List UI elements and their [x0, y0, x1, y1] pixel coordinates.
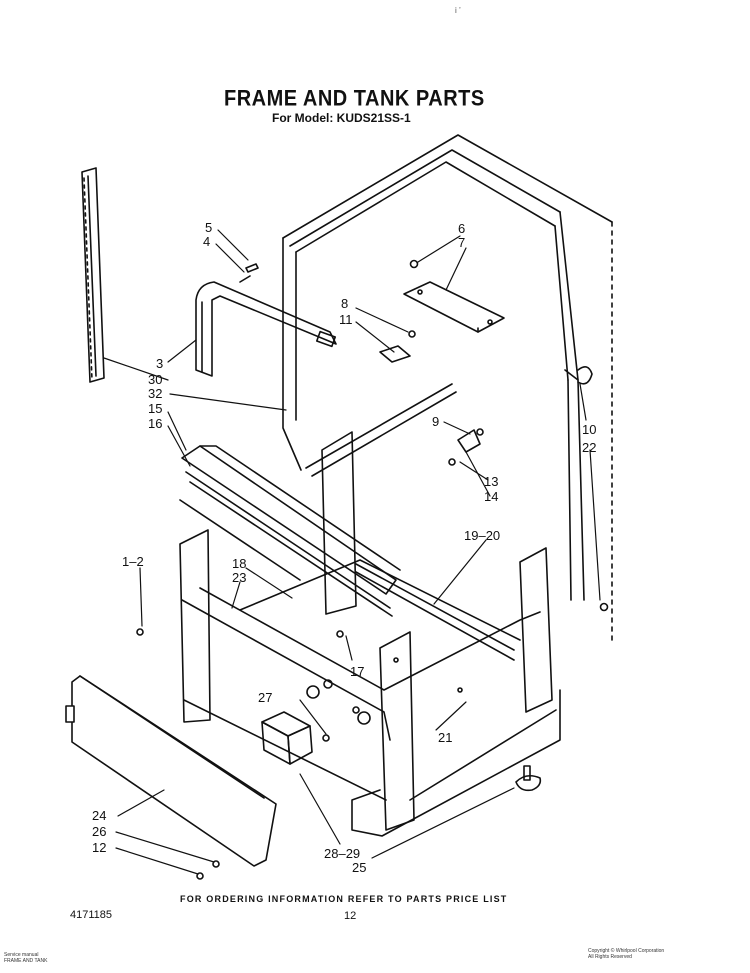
screw-8: [408, 330, 416, 338]
callout-21: 21: [438, 730, 452, 745]
ordering-note: FOR ORDERING INFORMATION REFER TO PARTS …: [180, 894, 508, 904]
callout-24: 24: [92, 808, 106, 823]
callout-15: 15: [148, 401, 162, 416]
fine-print-right: Copyright © Whirlpool Corporation All Ri…: [588, 948, 664, 960]
callout-1-2: 1–2: [122, 554, 144, 569]
callout-14: 14: [484, 489, 498, 504]
model-label: For Model: KUDS21SS-1: [272, 111, 411, 125]
callout-11: 11: [339, 312, 353, 327]
toe-panel: [65, 675, 277, 867]
callout-19-20: 19–20: [464, 528, 500, 543]
top-scan-mark: i ’: [455, 6, 461, 15]
callout-9: 9: [432, 414, 439, 429]
callout-4: 4: [203, 234, 210, 249]
callout-17: 17: [350, 664, 364, 679]
callout-5: 5: [205, 220, 212, 235]
page-title: FRAME AND TANK PARTS: [224, 86, 485, 112]
fine-print-left-line: FRAME AND TANK: [4, 958, 48, 964]
callout-18: 18: [232, 556, 246, 571]
callout-27: 27: [258, 690, 272, 705]
top-bracket: [403, 281, 505, 333]
base-frame: [179, 431, 561, 837]
fine-print-left: Service manual FRAME AND TANK: [4, 952, 47, 964]
leader-lines: [103, 229, 601, 875]
clip-11: [379, 345, 411, 363]
leveling-leg: [515, 765, 542, 792]
junction-box: [261, 711, 313, 765]
callout-22: 22: [582, 440, 596, 455]
callout-13: 13: [484, 474, 498, 489]
callout-30: 30: [148, 372, 162, 387]
callout-12: 12: [92, 840, 106, 855]
callout-6: 6: [458, 221, 465, 236]
callout-16: 16: [148, 416, 162, 431]
callout-23: 23: [232, 570, 246, 585]
fine-print-left-line: Service manual: [4, 952, 39, 958]
callout-32: 32: [148, 386, 162, 401]
callout-3: 3: [156, 356, 163, 371]
callout-8: 8: [341, 296, 348, 311]
front-rails: [179, 445, 401, 617]
fine-print-right-line: Copyright © Whirlpool Corporation: [588, 948, 665, 954]
callout-28-29: 28–29: [324, 846, 360, 861]
u-bracket: [195, 275, 337, 377]
callout-10: 10: [582, 422, 596, 437]
callout-25: 25: [352, 860, 366, 875]
inner-rails: [305, 383, 515, 661]
screws: [136, 259, 609, 880]
callout-26: 26: [92, 824, 106, 839]
callout-labels: 5 4 6 7 8 11 3 30 32 15 16 9 10 22 13 14…: [92, 220, 596, 875]
page-number: 12: [344, 910, 357, 922]
fine-print-right-line: All Rights Reserved: [588, 954, 632, 960]
side-trim-strip: [81, 167, 105, 383]
tank-drawing: [282, 134, 613, 641]
document-number: 4171185: [70, 909, 113, 921]
callout-7: 7: [458, 235, 465, 250]
